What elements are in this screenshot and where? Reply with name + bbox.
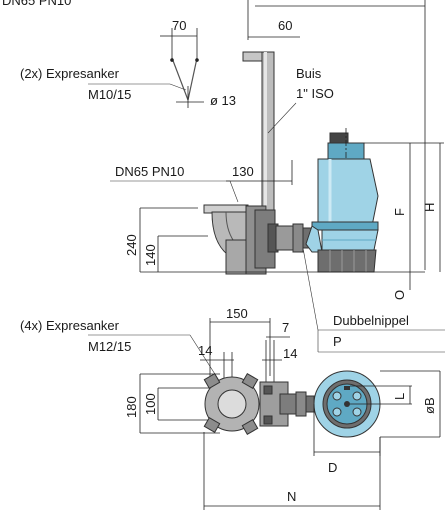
dubbelnippel-leader [302,247,319,331]
svg-text:14: 14 [198,343,212,358]
svg-text:F: F [392,208,407,216]
side-view: 70 60 (2x) Expresanker M10/15 ø 13 Buis … [20,0,445,353]
svg-text:140: 140 [143,244,158,266]
svg-text:150: 150 [226,306,248,321]
dimension-130: 130 [226,160,293,185]
dimension-14-right: 14 [262,340,297,386]
svg-text:240: 240 [124,234,139,256]
svg-text:O: O [392,290,407,300]
dimension-H: H [416,142,444,272]
dubbelnippel-label: Dubbelnippel [333,313,409,328]
svg-text:130: 130 [232,164,254,179]
svg-text:70: 70 [172,18,186,33]
buis-leader [267,102,297,134]
dimension-70: 70 [160,18,198,62]
dimension-F: F [364,142,416,272]
anchor-4x-label: (4x) Expresanker [20,318,120,333]
dimension-14-left: 14 [198,343,234,392]
dimension-60: 60 [248,18,300,38]
svg-text:L: L [392,393,407,400]
dimension-O: O [392,272,411,300]
coupling-base [203,204,295,275]
dimension-oB: øB [380,370,441,438]
dimension-240: 240 [124,207,198,272]
dimension-N: N [203,432,381,510]
buis-label: Buis [296,66,322,81]
anchor-2x-label: (2x) Expresanker [20,66,120,81]
pump-side-view [305,128,379,273]
svg-text:180: 180 [124,396,139,418]
dim-d13: ø 13 [210,93,236,108]
svg-text:100: 100 [143,393,158,415]
svg-text:H: H [422,203,437,212]
pump-top-view [313,370,381,438]
dim-P: P [333,334,342,349]
svg-text:øB: øB [422,397,437,414]
svg-text:N: N [287,489,296,504]
wall-anchors-2x [170,57,204,108]
anchor-2x-size: M10/15 [88,87,131,102]
svg-text:D: D [328,460,337,475]
dimension-7: 7 [266,320,290,338]
anchor-4x-size: M12/15 [88,339,131,354]
dimension-150: 150 [209,306,271,390]
dimension-180: 180 [124,373,220,434]
flange-dn65-label: DN65 PN10 [115,164,184,179]
top-view: (4x) Expresanker M12/15 150 7 14 14 [20,306,441,510]
svg-text:7: 7 [282,320,289,335]
coupling-base-top [203,372,315,436]
top-flange-label: DN65 PN10 [2,0,71,8]
svg-text:60: 60 [278,18,292,33]
buis-size: 1" ISO [296,86,334,101]
svg-text:14: 14 [283,346,297,361]
dimension-140: 140 [143,235,208,272]
dimension-L: L [350,385,412,405]
